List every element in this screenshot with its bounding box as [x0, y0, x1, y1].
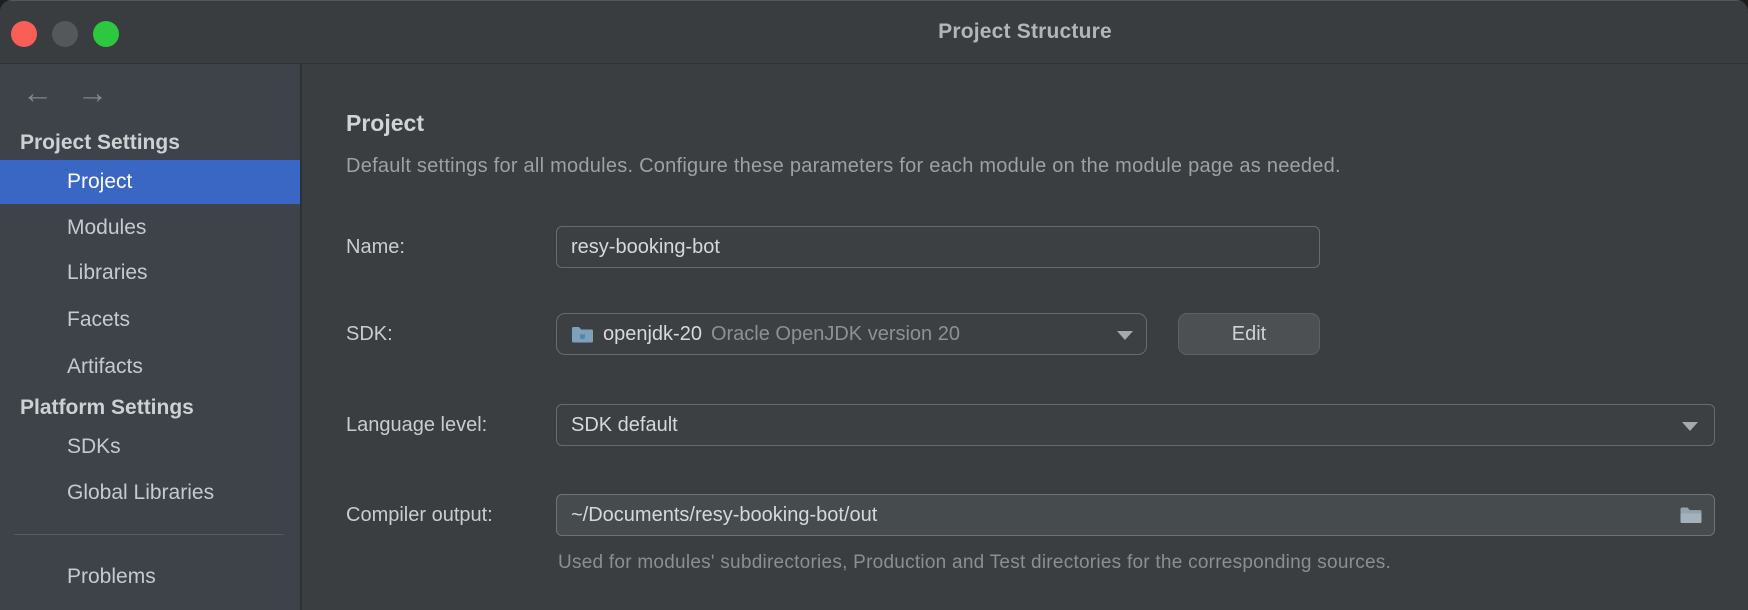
- sdk-label: SDK:: [346, 323, 393, 345]
- sidebar-item-artifacts[interactable]: Artifacts: [67, 355, 143, 378]
- section-header-project-settings: Project Settings: [20, 131, 180, 154]
- sidebar-item-facets[interactable]: Facets: [67, 308, 131, 331]
- history-nav: ← →: [22, 76, 108, 110]
- sdk-version-text: Oracle OpenJDK version 20: [710, 323, 960, 345]
- compiler-output-input[interactable]: [556, 494, 1715, 536]
- chevron-down-icon: [1682, 422, 1698, 431]
- sidebar-item-project[interactable]: Project: [0, 160, 300, 204]
- language-level-dropdown[interactable]: SDK default: [556, 404, 1715, 446]
- language-level-value: SDK default: [571, 414, 678, 436]
- settings-sidebar: ← → Project Settings Project Modules Lib…: [0, 64, 302, 610]
- sidebar-item-modules[interactable]: Modules: [67, 216, 147, 239]
- chevron-down-icon: [1117, 331, 1133, 340]
- sidebar-item-problems[interactable]: Problems: [67, 565, 156, 588]
- compiler-output-helper: Used for modules' subdirectories, Produc…: [558, 552, 1392, 573]
- name-field-wrap: [556, 226, 1320, 268]
- sdk-edit-button[interactable]: Edit: [1178, 313, 1320, 355]
- name-label: Name:: [346, 236, 405, 258]
- compiler-output-label: Compiler output:: [346, 504, 493, 526]
- page-description: Default settings for all modules. Config…: [346, 155, 1341, 177]
- sidebar-item-sdks[interactable]: SDKs: [67, 435, 121, 458]
- back-icon[interactable]: ←: [22, 75, 53, 110]
- sidebar-item-libraries[interactable]: Libraries: [67, 261, 148, 284]
- sidebar-divider: [14, 534, 284, 535]
- zoom-button[interactable]: [93, 21, 119, 47]
- close-button[interactable]: [11, 21, 37, 47]
- page-title: Project: [346, 110, 424, 136]
- project-name-input[interactable]: [556, 226, 1320, 268]
- jdk-folder-icon: [572, 326, 593, 342]
- browse-folder-icon[interactable]: [1679, 505, 1703, 525]
- sdk-name-text: openjdk-20: [603, 323, 702, 345]
- main-panel: Project Default settings for all modules…: [302, 64, 1748, 610]
- forward-icon[interactable]: →: [77, 75, 108, 110]
- sidebar-item-global-libraries[interactable]: Global Libraries: [67, 481, 215, 504]
- window-title: Project Structure: [938, 20, 1112, 43]
- section-header-platform-settings: Platform Settings: [20, 396, 194, 419]
- traffic-lights: [11, 21, 119, 47]
- minimize-button: [52, 21, 78, 47]
- titlebar[interactable]: Project Structure: [0, 0, 1748, 64]
- language-level-label: Language level:: [346, 414, 488, 436]
- compiler-output-wrap: [556, 494, 1715, 536]
- sdk-dropdown[interactable]: openjdk-20 Oracle OpenJDK version 20: [556, 313, 1147, 355]
